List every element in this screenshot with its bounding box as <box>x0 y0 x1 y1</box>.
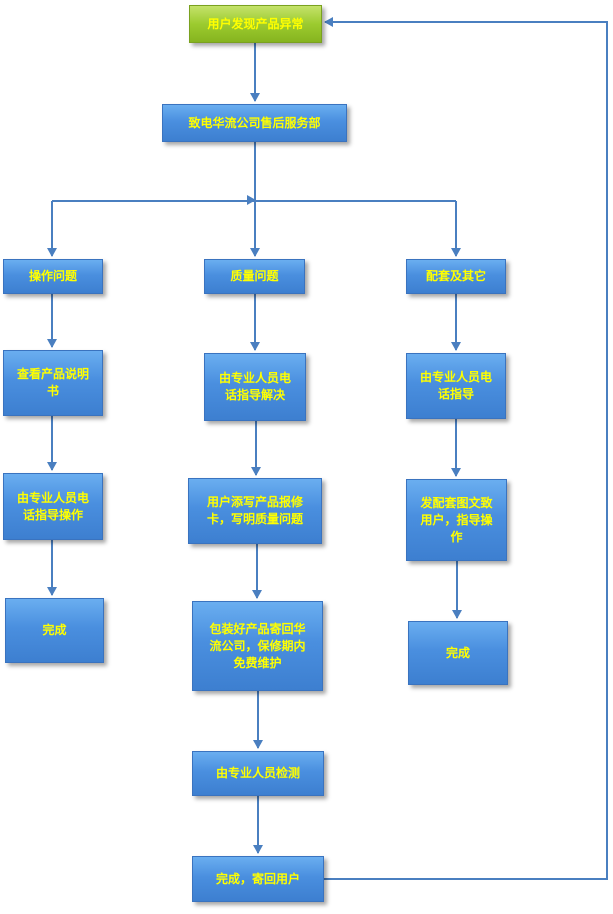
step-label: 包装好产品寄回华 流公司，保修期内 免费维护 <box>209 621 306 670</box>
branch-label: 配套及其它 <box>425 269 486 283</box>
branch-accessory-step-3: 完成 <box>408 621 508 685</box>
branch-accessory-step-1: 由专业人员电 话指导 <box>406 353 506 419</box>
step-label: 用户添写产品报修 卡，写明质量问题 <box>206 495 303 526</box>
start-box: 用户发现产品异常 <box>189 5 322 43</box>
branch-quality-step-1: 由专业人员电 话指导解决 <box>204 353 306 421</box>
branch-quality-step-5: 完成，寄回用户 <box>192 856 324 902</box>
branch-label: 质量问题 <box>230 269 279 283</box>
step-label: 由专业人员检测 <box>215 766 300 780</box>
connectors <box>47 17 608 880</box>
branch-quality-step-4: 由专业人员检测 <box>192 751 324 796</box>
step-label: 发配套图文致 用户，指导操 作 <box>420 495 493 544</box>
step-label: 完成 <box>42 623 67 637</box>
service-label: 致电华流公司售后服务部 <box>188 115 321 130</box>
branch-operation-step-1: 查看产品说明 书 <box>3 350 103 416</box>
branch-quality-header: 质量问题 <box>204 259 305 294</box>
start-label: 用户发现产品异常 <box>207 16 304 31</box>
branch-operation-step-3: 完成 <box>5 598 104 663</box>
branch-accessory-header: 配套及其它 <box>406 259 506 294</box>
step-label: 由专业人员电 话指导 <box>419 370 492 401</box>
step-label: 完成，寄回用户 <box>215 871 300 886</box>
step-label: 查看产品说明 书 <box>16 367 89 398</box>
branch-operation-step-2: 由专业人员电 话指导操作 <box>3 473 103 540</box>
branch-quality-step-2: 用户添写产品报修 卡，写明质量问题 <box>188 478 322 544</box>
service-box: 致电华流公司售后服务部 <box>162 104 347 142</box>
branch-operation-header: 操作问题 <box>3 259 103 294</box>
branch-quality-step-3: 包装好产品寄回华 流公司，保修期内 免费维护 <box>192 601 323 691</box>
branch-label: 操作问题 <box>28 269 77 283</box>
branch-accessory-step-2: 发配套图文致 用户，指导操 作 <box>406 479 507 561</box>
step-label: 由专业人员电 话指导操作 <box>16 490 89 522</box>
loop-line <box>324 21 608 880</box>
step-label: 由专业人员电 话指导解决 <box>218 371 291 402</box>
step-label: 完成 <box>445 645 470 660</box>
